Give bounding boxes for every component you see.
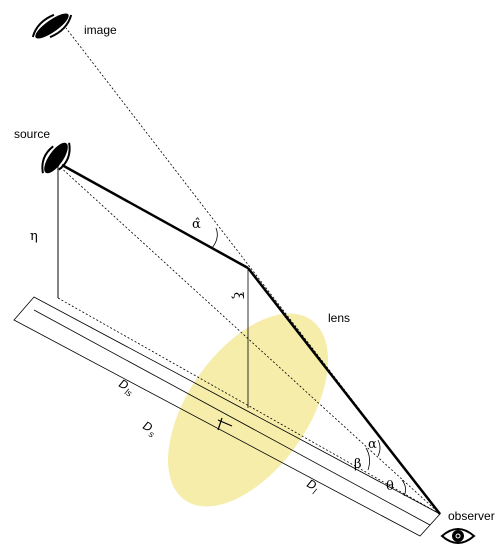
alpha-hat-symbol: α̂ [192,217,201,232]
d-ls-label: D ls [117,376,134,399]
source-label: source [14,127,50,141]
light-path-source-to-lens [61,163,249,270]
d-s-label: D s [141,418,157,440]
alpha-hat-arc [211,227,218,249]
d-l-label: D l [305,476,320,497]
lens-ellipse [168,313,328,507]
observer-eye-icon [440,528,476,544]
distance-bar-outline [13,296,441,537]
svg-text:l: l [311,487,318,497]
light-path-lens-to-observer [247,267,441,515]
observer-label: observer [448,509,495,523]
svg-text:D: D [305,476,320,493]
eta-symbol: η [30,229,38,244]
theta-symbol: θ [386,479,394,494]
image-label: image [84,23,117,37]
xi-symbol: ξ [230,292,245,299]
beta-arc [365,447,370,471]
image-galaxy-icon [31,13,73,39]
beta-symbol: β [354,457,362,472]
distance-bar-divider [33,309,431,526]
lens-label: lens [328,311,350,325]
svg-text:ls: ls [123,387,134,399]
alpha-arc [377,439,381,457]
source-galaxy-icon [41,142,71,174]
svg-text:s: s [147,429,156,440]
lens-tick-mark [217,419,233,427]
alpha-symbol: α [368,437,377,452]
theta-arc [401,479,406,497]
lens-tick-mark-2 [217,417,223,431]
optical-axis-dotted-line [57,297,441,515]
